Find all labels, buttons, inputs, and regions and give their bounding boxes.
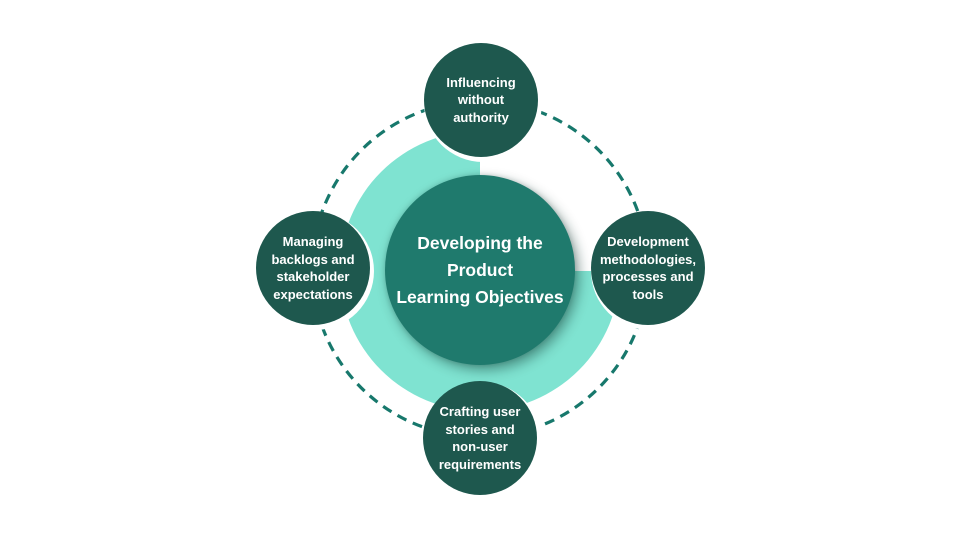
node-circle-crafting-user-stories: Crafting user stories and non-user requi… <box>423 381 537 495</box>
node-circle-development-methodologies: Development methodologies, processes and… <box>591 211 705 325</box>
node-circle-influencing: Influencing without authority <box>424 43 538 157</box>
center-node-label: Developing the Product Learning Objectiv… <box>396 232 564 307</box>
node-label-crafting-user-stories: Crafting user stories and non-user requi… <box>438 404 522 472</box>
center-node-circle: Developing the Product Learning Objectiv… <box>385 175 575 365</box>
node-label-development-methodologies: Development methodologies, processes and… <box>599 234 697 302</box>
node-circle-managing-backlogs: Managing backlogs and stakeholder expect… <box>256 211 370 325</box>
node-label-influencing: Influencing without authority <box>446 74 516 125</box>
node-label-managing-backlogs: Managing backlogs and stakeholder expect… <box>271 234 355 302</box>
